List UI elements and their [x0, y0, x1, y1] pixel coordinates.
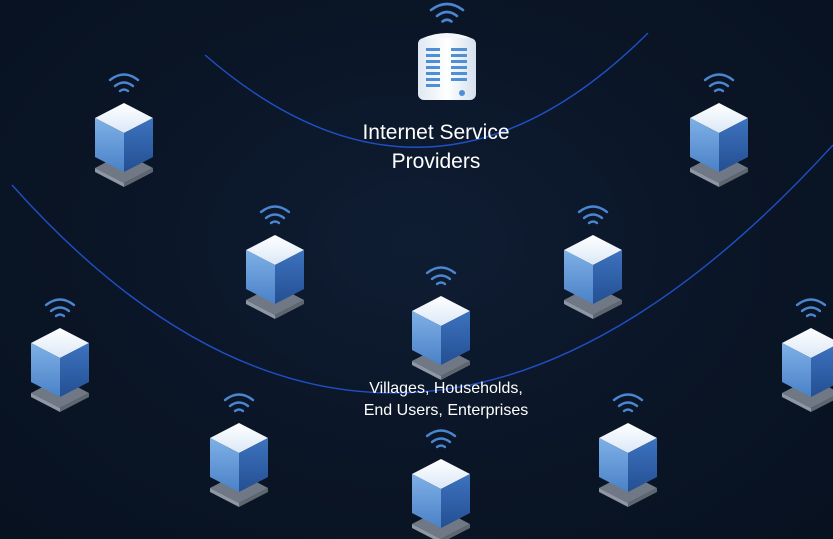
cube-node-icon — [562, 205, 624, 321]
cube-node-icon — [208, 393, 270, 509]
cube-node-icon — [93, 73, 155, 189]
cube-node-icon — [780, 298, 833, 414]
end-users-label: Villages, Households, End Users, Enterpr… — [316, 378, 576, 422]
wifi-icon — [429, 2, 465, 23]
cube-node-icon — [597, 393, 659, 509]
isp-label: Internet Service Providers — [316, 118, 556, 176]
outer-ring-arc — [11, 144, 833, 394]
isp-label-line1: Internet Service — [362, 121, 510, 144]
isp-label-line2: Providers — [391, 150, 481, 173]
cube-node-icon — [244, 205, 306, 321]
inner-ring-arc — [204, 32, 649, 148]
end-users-label-line2: End Users, Enterprises — [363, 402, 529, 419]
server-icon — [418, 33, 476, 100]
cube-node-icon — [29, 298, 91, 414]
isp-server-node — [418, 2, 476, 100]
cube-node-icon — [410, 266, 472, 382]
end-users-label-line1: Villages, Households, — [369, 380, 523, 397]
cube-node-icon — [410, 429, 472, 539]
cube-node-icon — [688, 73, 750, 189]
